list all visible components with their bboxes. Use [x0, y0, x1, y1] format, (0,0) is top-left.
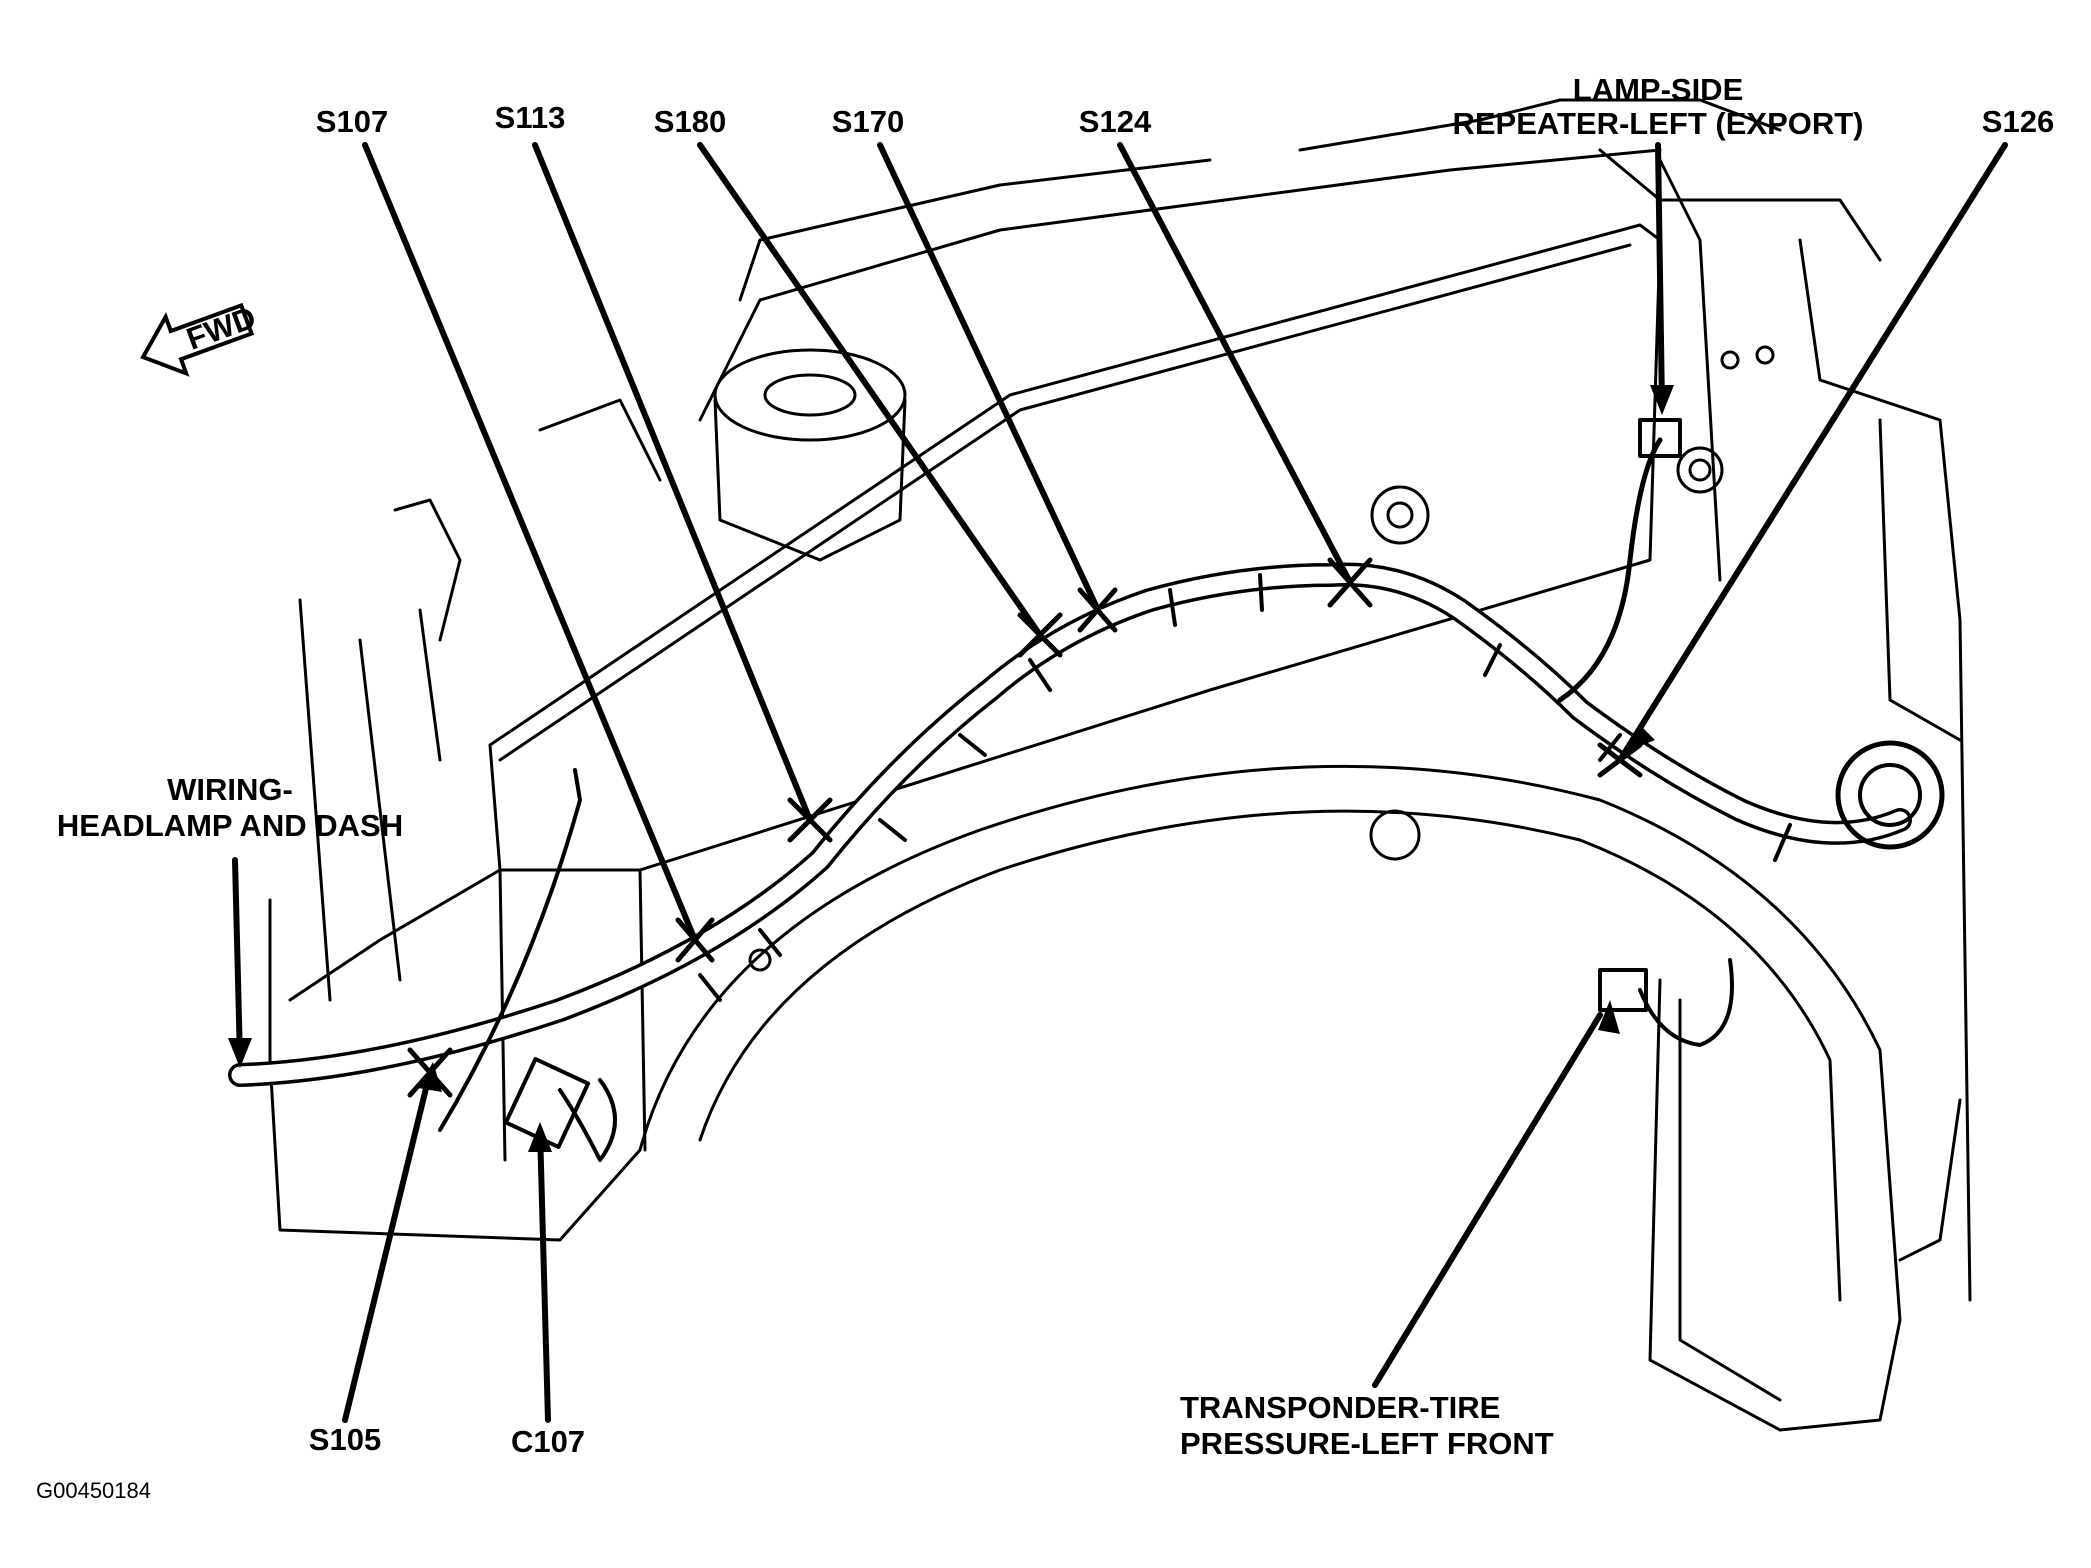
figure-id: G00450184 [36, 1478, 151, 1503]
wiring-harness [228, 418, 1945, 1162]
leader-c107 [537, 1127, 551, 1423]
leader-s126 [1617, 142, 2008, 763]
leader-lamp-side [1655, 142, 1665, 408]
leader-s170 [877, 142, 1101, 613]
label-s180: S180 [654, 104, 726, 139]
label-transponder-line1: TRANSPONDER-TIRE [1180, 1390, 1500, 1425]
callout-labels: S107 S113 S180 S170 S124 S126 LAMP-SIDE … [36, 72, 2054, 1503]
label-s105: S105 [309, 1422, 381, 1457]
leader-s124 [1117, 142, 1353, 585]
fwd-label: FWD [182, 300, 260, 357]
chassis-line-art [268, 98, 1972, 1432]
forward-arrow-icon: FWD [140, 300, 260, 377]
leader-wiring [232, 857, 243, 1063]
leader-lines [232, 142, 2008, 1423]
label-c107: C107 [511, 1424, 585, 1459]
leader-transponder [1372, 1012, 1603, 1388]
leader-s105 [342, 1069, 433, 1423]
label-s170: S170 [832, 104, 904, 139]
label-wiring-line1: WIRING- [167, 772, 293, 807]
label-wiring-line2: HEADLAMP AND DASH [57, 808, 403, 843]
leader-s180 [697, 142, 1043, 638]
label-lamp-side-line2: REPEATER-LEFT (EXPORT) [1452, 106, 1863, 141]
leader-s107 [362, 142, 698, 943]
leader-s113 [532, 142, 813, 823]
label-s113: S113 [495, 100, 566, 135]
splice-markers [407, 557, 1643, 1098]
leader-arrowheads [228, 385, 1674, 1152]
label-lamp-side-line1: LAMP-SIDE [1573, 72, 1744, 107]
label-s124: S124 [1079, 104, 1152, 139]
label-s126: S126 [1982, 104, 2054, 139]
label-s107: S107 [316, 104, 388, 139]
label-transponder-line2: PRESSURE-LEFT FRONT [1180, 1426, 1554, 1461]
